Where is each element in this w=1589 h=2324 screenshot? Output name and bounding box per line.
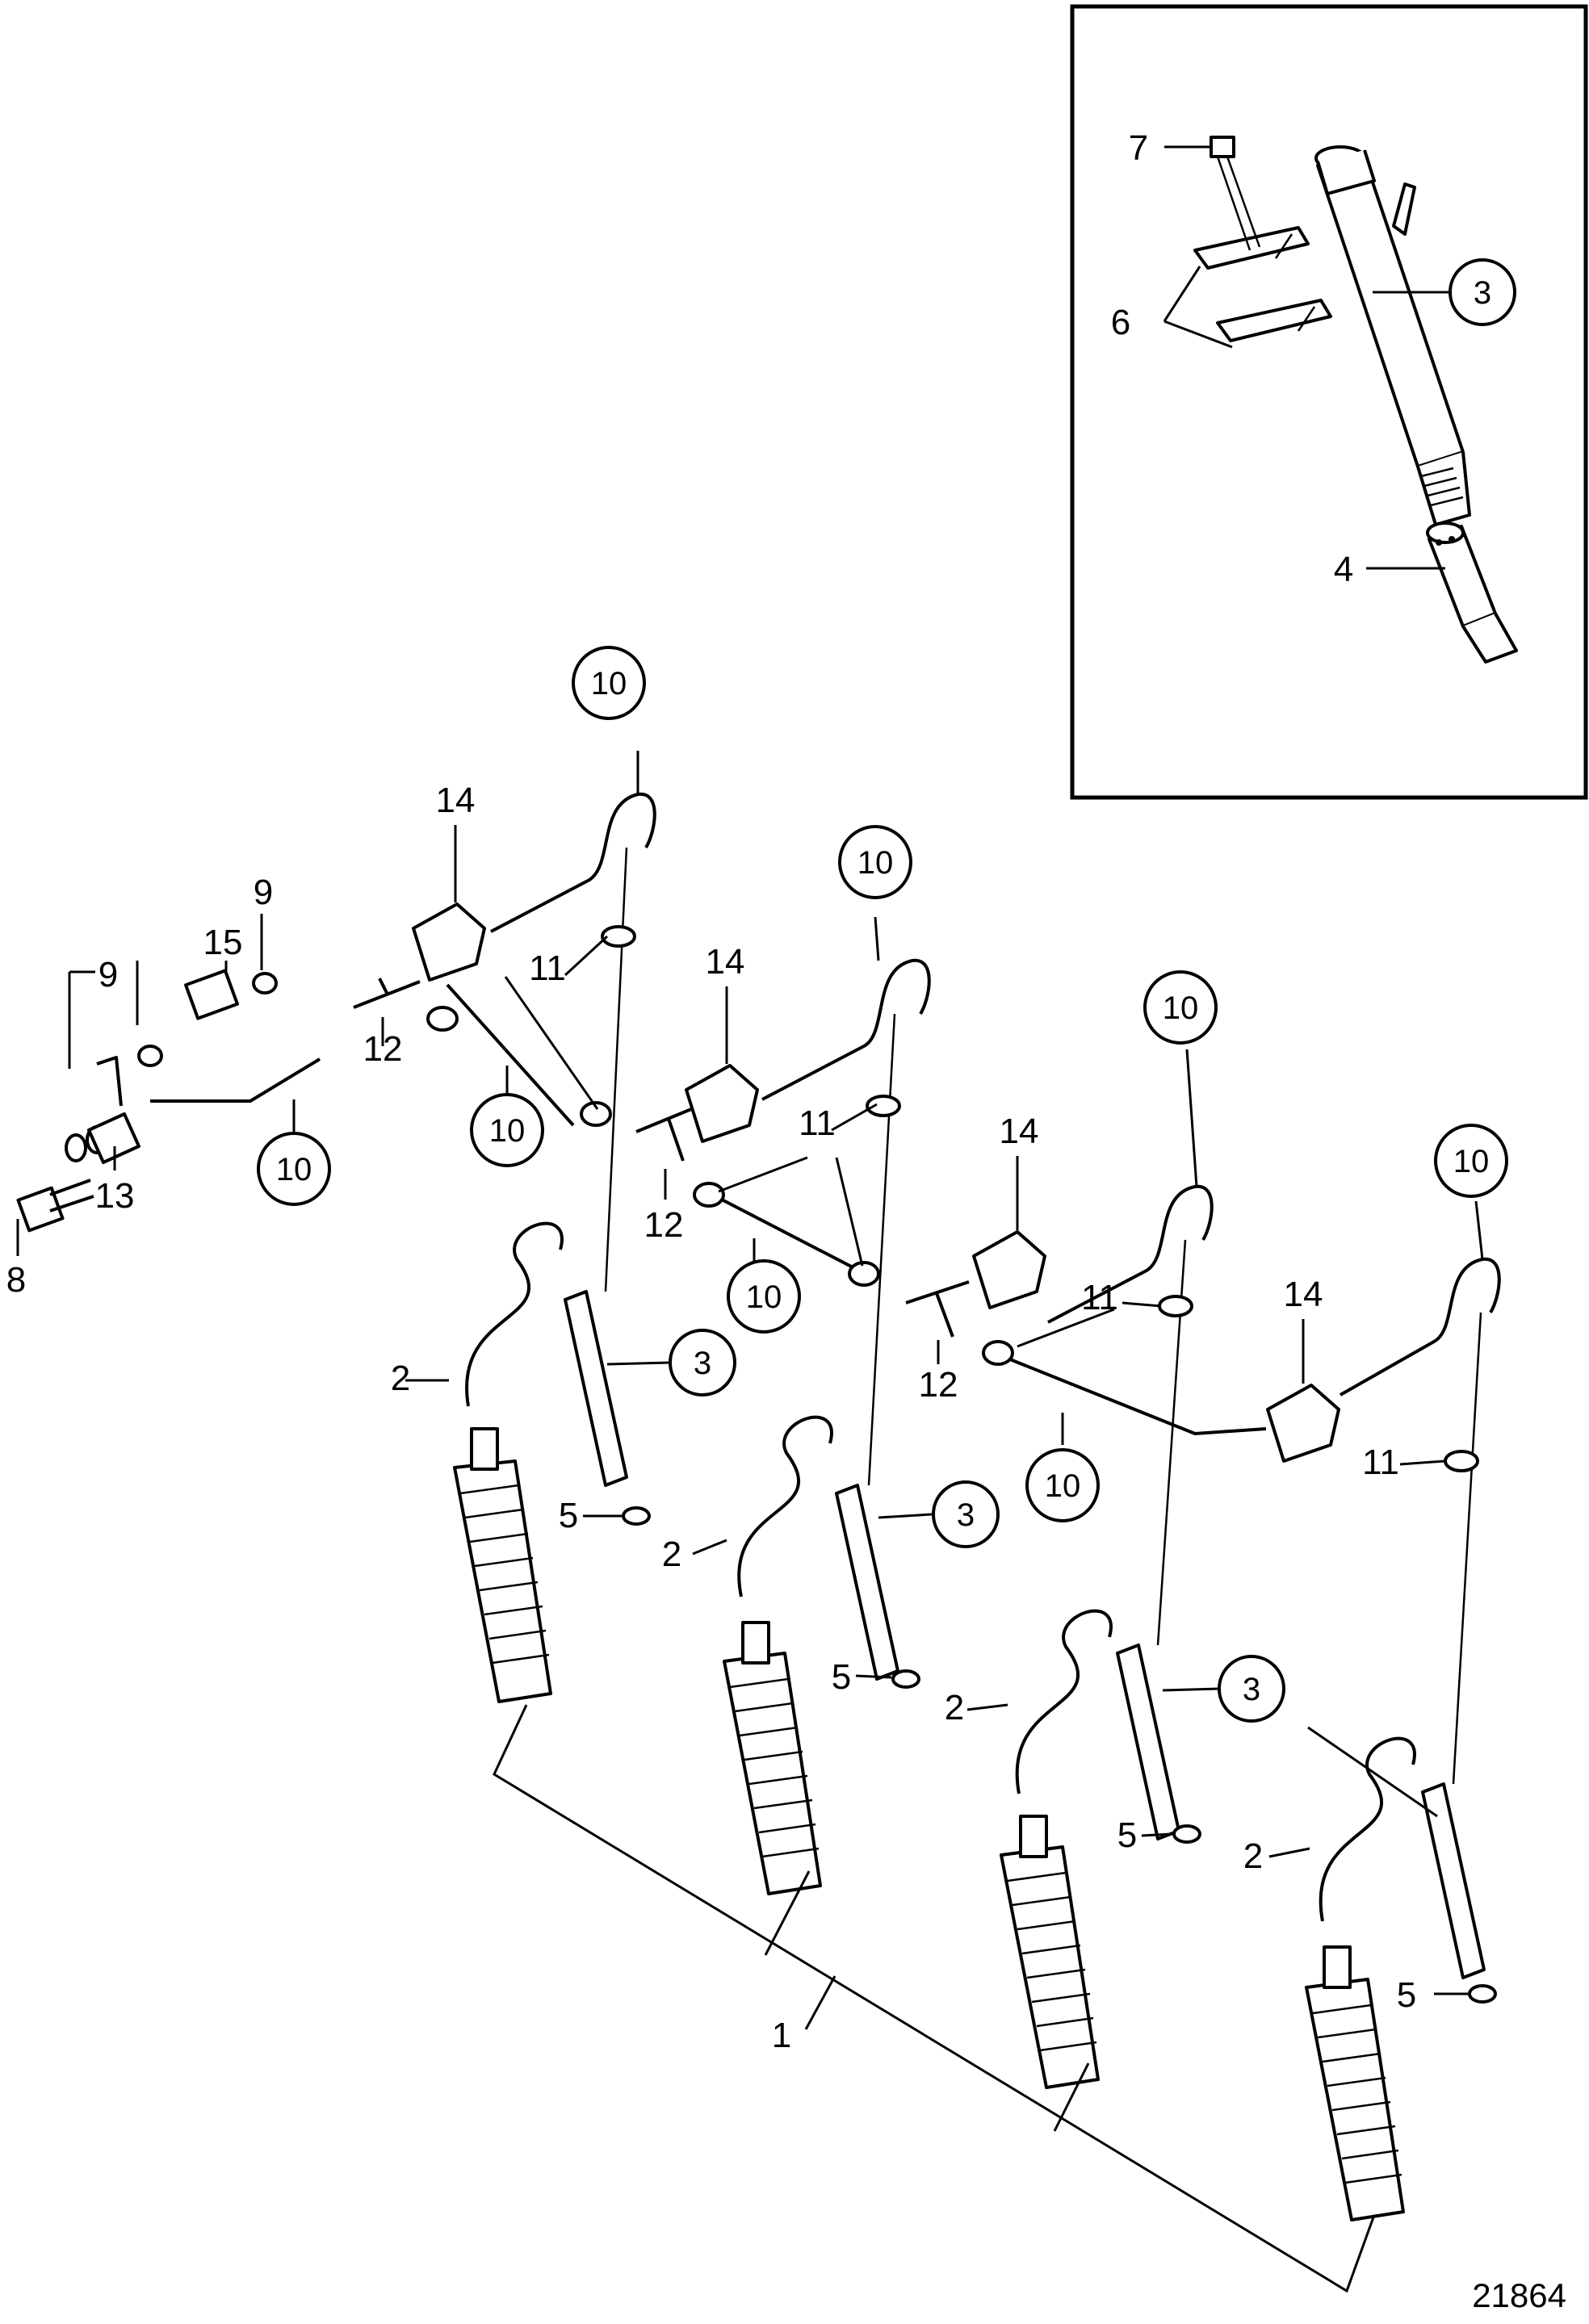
leak-off-hoses xyxy=(150,751,1501,1445)
svg-text:10: 10 xyxy=(591,666,627,701)
callout-14-a: 14 xyxy=(436,781,476,820)
svg-text:10: 10 xyxy=(276,1152,312,1187)
callout-9-a: 9 xyxy=(99,955,118,995)
callout-11-a: 11 xyxy=(529,948,566,988)
callout-5-a: 5 xyxy=(559,1496,578,1535)
callout-1-bracket xyxy=(493,1704,1376,2293)
injection-pumps xyxy=(453,1427,1405,2221)
svg-text:10: 10 xyxy=(489,1113,526,1149)
callout-15: 15 xyxy=(203,923,243,962)
hose-brackets xyxy=(412,825,1340,1463)
callout-7: 7 xyxy=(1129,128,1148,168)
svg-text:3: 3 xyxy=(694,1346,711,1381)
callout-labels: 1 2 2 2 2 5 5 5 5 4 6 7 8 9 9 13 15 11 1… xyxy=(6,128,1416,2055)
callout-5-d: 5 xyxy=(1397,1975,1416,2015)
callout-12-c: 12 xyxy=(919,1365,958,1405)
callout-10-b: 10 xyxy=(838,825,912,899)
left-fittings xyxy=(16,914,278,1256)
callout-10-g: 10 xyxy=(727,1259,801,1334)
pump-2 xyxy=(723,1621,822,1895)
callout-6: 6 xyxy=(1111,303,1130,342)
svg-text:3: 3 xyxy=(1243,1672,1260,1707)
drawing-number: 21864 xyxy=(1472,2276,1566,2314)
callout-13: 13 xyxy=(95,1176,135,1216)
callout-10-c: 10 xyxy=(1143,970,1218,1045)
hose-clamps xyxy=(426,925,1479,1472)
callout-9-b: 9 xyxy=(254,873,273,912)
pump-4 xyxy=(1305,1945,1405,2221)
callout-10-e: 10 xyxy=(257,1132,331,1206)
callout-14-d: 14 xyxy=(1284,1275,1323,1314)
svg-text:10: 10 xyxy=(857,845,894,881)
svg-text:3: 3 xyxy=(1474,275,1491,311)
callout-5-c: 5 xyxy=(1117,1815,1137,1855)
callout-10-d: 10 xyxy=(1434,1124,1508,1198)
callout-12-a: 12 xyxy=(363,1029,403,1069)
delivery-pipes xyxy=(405,1221,1416,1922)
washers xyxy=(583,1506,1497,2004)
callout-4: 4 xyxy=(1334,550,1353,589)
injectors xyxy=(564,1290,1486,1979)
callout-2-a: 2 xyxy=(391,1359,410,1398)
circled-callouts: 3 3 3 3 10 10 10 10 xyxy=(257,258,1516,1723)
callout-11-c: 11 xyxy=(1081,1278,1118,1317)
clamp-detail xyxy=(1193,226,1332,342)
bolt-detail xyxy=(1210,136,1261,251)
callout-10-a: 10 xyxy=(572,646,646,720)
callout-2-b: 2 xyxy=(662,1535,681,1574)
callout-3-c: 3 xyxy=(1218,1655,1285,1723)
svg-text:10: 10 xyxy=(746,1279,782,1315)
svg-text:10: 10 xyxy=(1045,1468,1081,1504)
svg-text:3: 3 xyxy=(957,1497,975,1533)
pump-3 xyxy=(1000,1815,1100,2089)
svg-text:10: 10 xyxy=(1453,1144,1490,1179)
callout-10-h: 10 xyxy=(1025,1448,1100,1522)
pump-1 xyxy=(453,1427,552,1703)
callout-5-b: 5 xyxy=(832,1657,851,1697)
callout-11-b: 11 xyxy=(799,1103,836,1143)
callout-2-c: 2 xyxy=(945,1688,964,1727)
callout-3-b: 3 xyxy=(932,1480,1000,1548)
callout-3-a: 3 xyxy=(669,1329,736,1396)
callout-12-b: 12 xyxy=(644,1205,684,1245)
inset-detail xyxy=(1070,4,1588,800)
callout-1: 1 xyxy=(772,2016,791,2055)
callout-3-inset: 3 xyxy=(1449,258,1516,326)
callout-14-c: 14 xyxy=(1000,1112,1039,1151)
callout-8: 8 xyxy=(6,1260,26,1300)
callout-10-f: 10 xyxy=(470,1093,544,1167)
callout-2-d: 2 xyxy=(1243,1836,1263,1876)
callout-14-b: 14 xyxy=(706,942,745,982)
injector-detail xyxy=(1314,145,1471,526)
callout-11-d: 11 xyxy=(1362,1443,1399,1482)
nozzle-sleeve-detail xyxy=(1426,521,1518,664)
t-connectors xyxy=(353,978,970,1364)
inset-frame xyxy=(1070,4,1588,800)
svg-text:10: 10 xyxy=(1163,990,1199,1026)
